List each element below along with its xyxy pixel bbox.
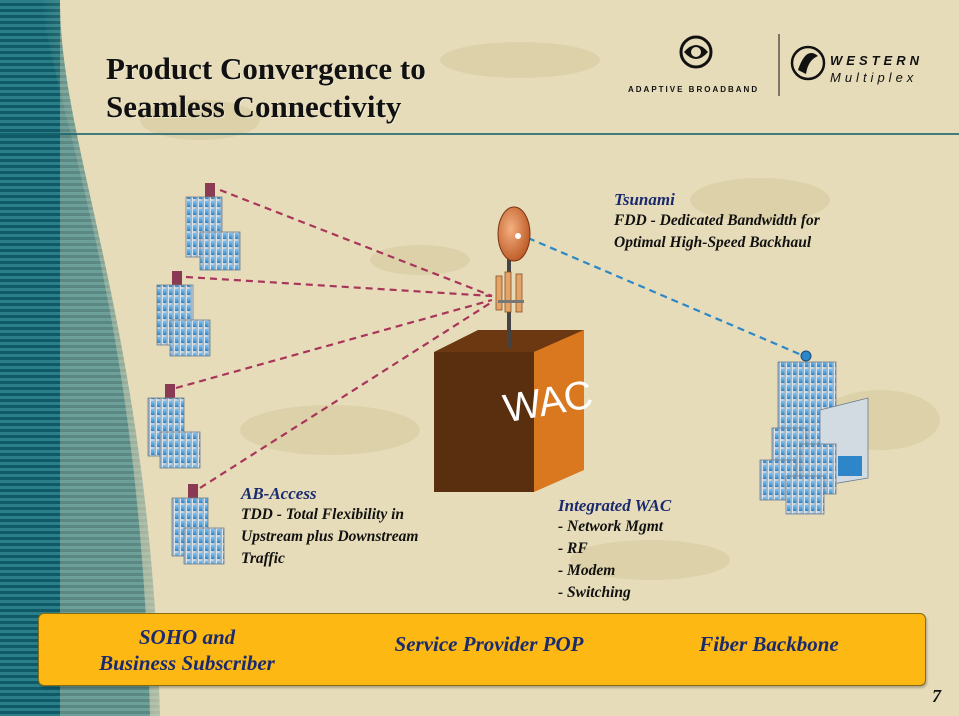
title-line-2: Seamless Connectivity [106,89,402,124]
wac-box [434,330,584,492]
integrated-wac-item: - Network Mgmt [558,518,664,535]
bottom-label-bar: SOHO and Business Subscriber Service Pro… [38,613,926,686]
link-subscriber-4 [199,301,493,489]
soho-line-1: SOHO and [138,625,236,649]
ab-access-line-3: Traffic [241,550,285,567]
western-wordmark: WESTERN [830,53,923,68]
link-tsunami-backhaul [527,236,805,358]
adaptive-broadband-wordmark: ADAPTIVE BROADBAND [628,85,760,94]
ab-access-label: AB-Access TDD - Total Flexibility in Ups… [241,484,418,570]
integrated-wac-item: - Modem [558,562,616,579]
subscriber-building-3-icon [147,384,201,469]
tsunami-line-2: Optimal High-Speed Backhaul [614,234,812,251]
service-provider-pop-label: Service Provider POP [394,632,584,656]
tsunami-line-1: FDD - Dedicated Bandwidth for [614,212,820,229]
slide-title: Product Convergence to Seamless Connecti… [106,50,426,126]
antenna-tower-icon [495,206,531,348]
subscriber-building-1-icon [185,183,241,271]
title-line-1: Product Convergence to [106,51,426,86]
soho-label: SOHO and Business Subscriber [77,624,297,676]
link-subscriber-1 [219,188,493,298]
integrated-wac-label: Integrated WAC - Network Mgmt - RF - Mod… [558,496,671,604]
ab-access-heading: AB-Access [241,484,317,503]
tsunami-label: Tsunami FDD - Dedicated Bandwidth for Op… [614,190,820,254]
page-number: 7 [932,686,941,706]
fiber-backbone-building-icon [759,350,869,515]
integrated-wac-item: - Switching [558,584,631,601]
link-subscriber-2 [185,275,493,298]
fiber-backbone-label: Fiber Backbone [699,632,839,656]
integrated-wac-heading: Integrated WAC [558,496,672,515]
tsunami-heading: Tsunami [614,190,675,209]
ab-access-line-1: TDD - Total Flexibility in [241,506,405,523]
ab-access-line-2: Upstream plus Downstream [241,528,419,545]
soho-line-2: Business Subscriber [99,651,275,675]
integrated-wac-item: - RF [558,540,588,557]
link-subscriber-3 [175,298,493,390]
subscriber-building-2-icon [156,271,211,357]
subscriber-building-4-icon [171,484,225,565]
multiplex-wordmark: Multiplex [830,70,918,85]
